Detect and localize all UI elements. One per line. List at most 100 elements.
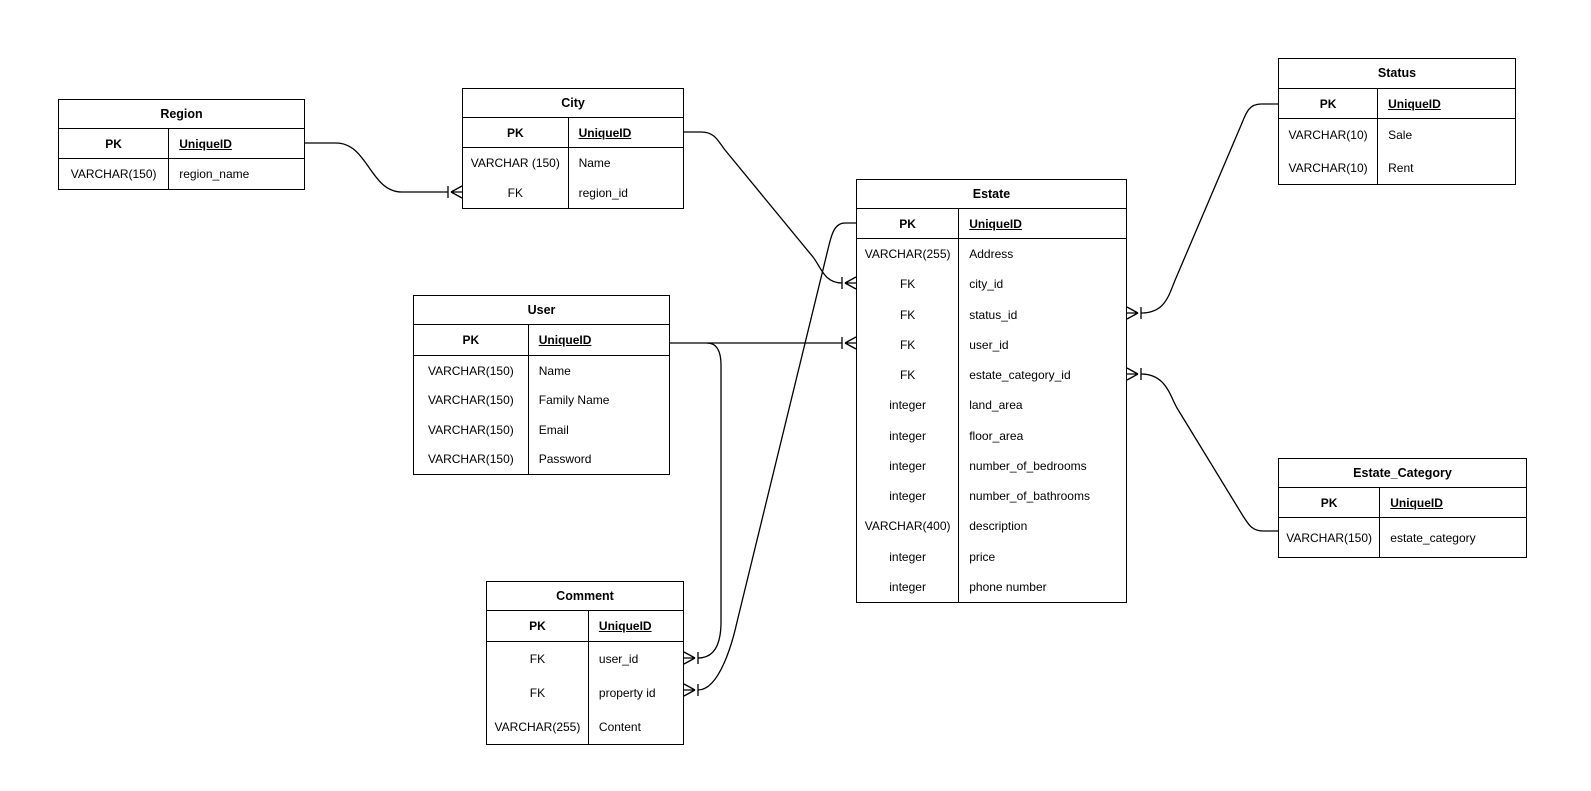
attribute-type: PK xyxy=(487,611,589,641)
attribute-name: Sale xyxy=(1388,128,1413,143)
attribute-name: Family Name xyxy=(538,393,610,408)
attribute-row: FK user_id xyxy=(857,329,1126,360)
relationship-estate_category-estate[interactable] xyxy=(1126,367,1278,532)
relationship-user-comment[interactable] xyxy=(683,342,722,665)
attribute-type: VARCHAR(150) xyxy=(414,415,529,445)
entity-title: Status xyxy=(1279,59,1515,89)
attribute-type: FK xyxy=(857,269,960,300)
attribute-name: number_of_bedrooms xyxy=(969,458,1087,473)
relationship-region-city[interactable] xyxy=(305,142,463,199)
attribute-type: VARCHAR(10) xyxy=(1279,151,1379,184)
attribute-name: Content xyxy=(598,720,641,734)
attribute-name: land_area xyxy=(969,398,1023,413)
attribute-type: integer xyxy=(857,390,960,421)
attribute-type: FK xyxy=(487,676,589,710)
entity-rows: PK UniqueID VARCHAR(150) region_name xyxy=(59,129,304,189)
attribute-name: UniqueID xyxy=(179,136,232,151)
entity-title: Region xyxy=(59,100,304,129)
attribute-type: PK xyxy=(857,209,960,238)
attribute-row: FK region_id xyxy=(463,178,683,208)
attribute-row: VARCHAR(255) Content xyxy=(487,710,683,744)
attribute-name: user_id xyxy=(598,652,639,666)
attribute-type: FK xyxy=(487,642,589,676)
attribute-row: integer number_of_bedrooms xyxy=(857,450,1126,481)
attribute-name: user_id xyxy=(969,337,1009,352)
relationship-city-estate[interactable] xyxy=(684,131,857,290)
attribute-name: UniqueID xyxy=(1390,495,1443,510)
attribute-row: VARCHAR(150)Family Name xyxy=(414,385,669,415)
attribute-type: FK xyxy=(463,178,569,208)
attribute-type: integer xyxy=(857,481,960,512)
attribute-type: FK xyxy=(857,329,960,360)
relationship-estate-comment[interactable] xyxy=(683,222,856,697)
attribute-row: VARCHAR(150) Email xyxy=(414,415,669,445)
primary-key-row: PK UniqueID xyxy=(59,129,304,159)
attribute-name: UniqueID xyxy=(1388,96,1441,111)
primary-key-row: PK UniqueID xyxy=(414,325,669,356)
attribute-type: VARCHAR(255) xyxy=(857,239,960,270)
entity-table-region[interactable]: Region PK UniqueID VARCHAR(150) region_name xyxy=(58,99,305,190)
attribute-type: FK xyxy=(857,299,960,330)
crows-foot-icon xyxy=(683,651,699,665)
entity-title: City xyxy=(463,89,683,118)
attribute-row: VARCHAR(400)description xyxy=(857,511,1126,542)
attribute-row: VARCHAR(10)Sale xyxy=(1279,119,1515,152)
attribute-type: integer xyxy=(857,450,960,481)
attribute-name: Email xyxy=(538,422,569,437)
attribute-type: VARCHAR(150) xyxy=(59,159,170,189)
attribute-type: VARCHAR(150) xyxy=(414,356,529,386)
attribute-row: VARCHAR(10) Rent xyxy=(1279,151,1515,184)
attribute-name: floor_area xyxy=(969,428,1024,443)
entity-title: Estate xyxy=(857,180,1126,209)
attribute-name: Name xyxy=(578,156,611,170)
attribute-name: description xyxy=(969,519,1028,534)
attribute-type: FK xyxy=(857,360,960,391)
attribute-name: region_id xyxy=(578,186,628,200)
attribute-name: Name xyxy=(538,363,571,378)
attribute-type: integer xyxy=(857,571,960,602)
attribute-type: VARCHAR(150) xyxy=(1279,518,1381,557)
attribute-row: VARCHAR(255)Address xyxy=(857,239,1126,270)
entity-title: Estate_Category xyxy=(1279,459,1526,488)
attribute-type: VARCHAR(255) xyxy=(487,710,589,744)
crows-foot-icon xyxy=(1126,306,1142,320)
attribute-row: FK status_id xyxy=(857,299,1126,330)
attribute-name: region_name xyxy=(179,167,250,181)
attribute-type: integer xyxy=(857,420,960,451)
crows-foot-icon xyxy=(1126,367,1142,381)
crows-foot-icon xyxy=(841,276,857,290)
attribute-row: FK property id xyxy=(487,676,683,710)
attribute-type: PK xyxy=(1279,89,1379,118)
attribute-type: integer xyxy=(857,541,960,572)
attribute-name: Rent xyxy=(1388,160,1414,175)
attribute-type: PK xyxy=(414,325,529,355)
attribute-type: PK xyxy=(59,129,170,158)
crows-foot-icon xyxy=(683,683,699,697)
attribute-row: VARCHAR (150)Name xyxy=(463,148,683,178)
relationship-user-estate[interactable] xyxy=(670,336,857,350)
attribute-name: city_id xyxy=(969,277,1004,292)
attribute-row: FK city_id xyxy=(857,269,1126,300)
relationship-status-estate[interactable] xyxy=(1126,103,1278,320)
attribute-name: UniqueID xyxy=(578,125,632,140)
attribute-name: property id xyxy=(598,686,656,700)
attribute-name: status_id xyxy=(969,307,1018,322)
attribute-name: UniqueID xyxy=(538,333,592,347)
attribute-name: estate_category xyxy=(1390,530,1476,545)
